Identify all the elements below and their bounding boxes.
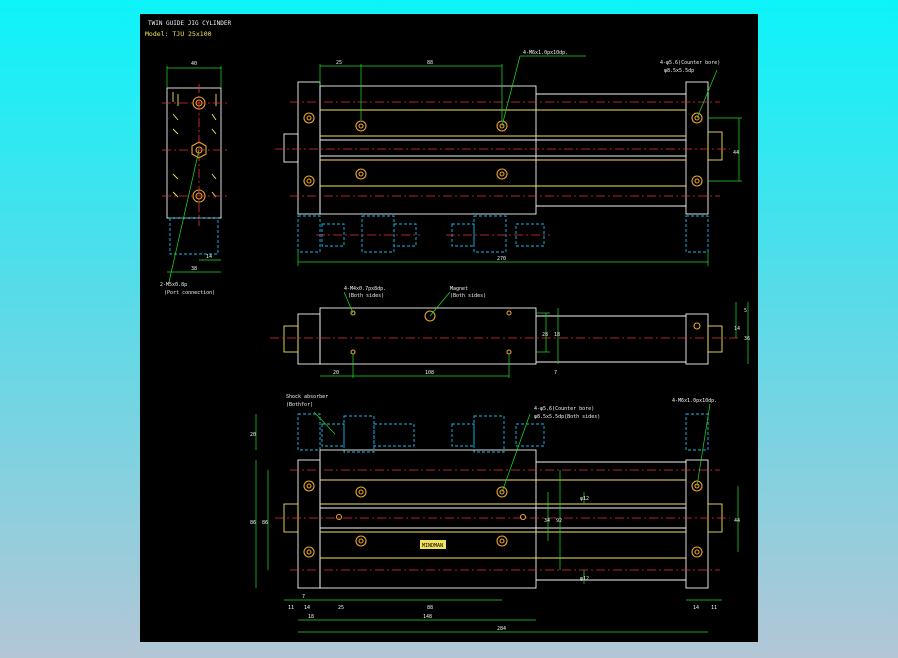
bottom-dim-phi12b: φ12 bbox=[580, 576, 589, 582]
side-slot-profile bbox=[172, 92, 179, 198]
middle-magnet bbox=[424, 310, 436, 322]
nameplate-text: MINDMAN bbox=[422, 543, 443, 549]
model-label: Model: TJU 25x100 bbox=[145, 30, 212, 38]
side-dim-14: 14 bbox=[206, 254, 212, 260]
bottom-body bbox=[319, 449, 537, 589]
bottom-dim-14r: 14 bbox=[693, 605, 699, 611]
bottom-left-plate bbox=[297, 459, 321, 589]
top-right-nut bbox=[707, 131, 723, 161]
middle-dim-5: 5 bbox=[744, 308, 747, 314]
bottom-bore-callout-2: φ8.5x5.5dp(Both sides) bbox=[534, 414, 600, 420]
top-bore-callout-2: φ8.5x5.5dp bbox=[664, 68, 694, 74]
bottom-dim-88: 88 bbox=[427, 605, 433, 611]
middle-dim-7: 7 bbox=[554, 370, 557, 376]
top-dim-25: 25 bbox=[336, 60, 342, 66]
bottom-dim-284: 284 bbox=[497, 626, 506, 632]
cad-drawing: TWIN GUIDE JIG CYLINDER Model: TJU 25x10… bbox=[145, 20, 750, 633]
bottom-dim-11: 11 bbox=[288, 605, 294, 611]
side-port-note: (Port connection) bbox=[164, 290, 215, 296]
drawing-title: TWIN GUIDE JIG CYLINDER bbox=[148, 20, 231, 27]
middle-dim-28: 28 bbox=[542, 332, 548, 338]
top-left-nut bbox=[283, 133, 299, 163]
bottom-dim-14: 14 bbox=[304, 605, 310, 611]
top-dim-44: 44 bbox=[733, 150, 739, 156]
side-dim-38: 38 bbox=[191, 266, 197, 272]
side-body-outline bbox=[166, 87, 222, 219]
top-tap-callout: 4-M6x1.0px10dp. bbox=[523, 50, 568, 56]
cad-drawing-canvas: TWIN GUIDE JIG CYLINDER Model: TJU 25x10… bbox=[140, 14, 758, 642]
middle-dim-108: 108 bbox=[425, 370, 434, 376]
bottom-shock-callout: Shock absorber bbox=[286, 394, 328, 400]
bottom-dim-18: 18 bbox=[308, 614, 314, 620]
middle-dim-18: 18 bbox=[554, 332, 560, 338]
middle-tap-callout: 4-M4x0.7px8dp. bbox=[344, 286, 386, 292]
middle-view: 20 108 28 18 7 5 14 36 4-M4x0.7px8dp. (B… bbox=[270, 286, 750, 378]
top-bore-callout: 4-φ5.6(Counter bore) bbox=[660, 60, 720, 66]
middle-magnet-callout: Magnet bbox=[450, 286, 468, 292]
side-port-callout: 2-M5x0.8p bbox=[160, 282, 187, 288]
bottom-bore-callout: 4-φ5.6(Counter bore) bbox=[534, 406, 594, 412]
middle-body bbox=[319, 307, 537, 365]
bottom-dim-20: 20 bbox=[250, 432, 256, 438]
middle-magnet-note: (Both sides) bbox=[450, 293, 486, 299]
bottom-dim-11r: 11 bbox=[711, 605, 717, 611]
bottom-dim-25: 25 bbox=[338, 605, 344, 611]
middle-dim-20: 20 bbox=[333, 370, 339, 376]
bottom-dim-86a: 86 bbox=[250, 520, 256, 526]
bottom-dim-phi12a: φ12 bbox=[580, 496, 589, 502]
top-tap-hole bbox=[355, 120, 367, 132]
side-slot-profile-right bbox=[211, 94, 217, 198]
middle-dim-36: 36 bbox=[744, 336, 750, 342]
top-dim-270: 270 bbox=[497, 256, 506, 262]
bottom-dim-148: 148 bbox=[423, 614, 432, 620]
top-body bbox=[319, 85, 537, 215]
bottom-dim-7: 7 bbox=[302, 594, 305, 600]
bottom-dim-86b: 86 bbox=[262, 520, 268, 526]
top-view: 25 88 270 44 4-M6x1.0px10dp. 4-φ5.6(Coun… bbox=[275, 50, 742, 266]
bottom-tap-callout: 4-M6x1.0px10dp. bbox=[672, 398, 717, 404]
bottom-view: MINDMAN 20 86 86 7 φ12 34 92 φ12 44 11 1… bbox=[250, 394, 740, 633]
bottom-dim-44: 44 bbox=[734, 518, 740, 524]
bottom-dim-34: 34 bbox=[544, 518, 550, 524]
top-dim-88: 88 bbox=[427, 60, 433, 66]
side-view: 40 14 38 2-M5x0.8p (Port connection) bbox=[160, 61, 228, 296]
side-hidden-rod bbox=[169, 217, 219, 255]
middle-dim-14: 14 bbox=[734, 326, 740, 332]
bottom-dim-92: 92 bbox=[556, 518, 562, 524]
bottom-right-plate bbox=[685, 459, 709, 589]
middle-tap-note: (Both sides) bbox=[348, 293, 384, 299]
nameplate bbox=[420, 540, 446, 549]
side-width-dim: 40 bbox=[191, 61, 197, 67]
bottom-shock-note: (Bothfor) bbox=[286, 402, 313, 408]
